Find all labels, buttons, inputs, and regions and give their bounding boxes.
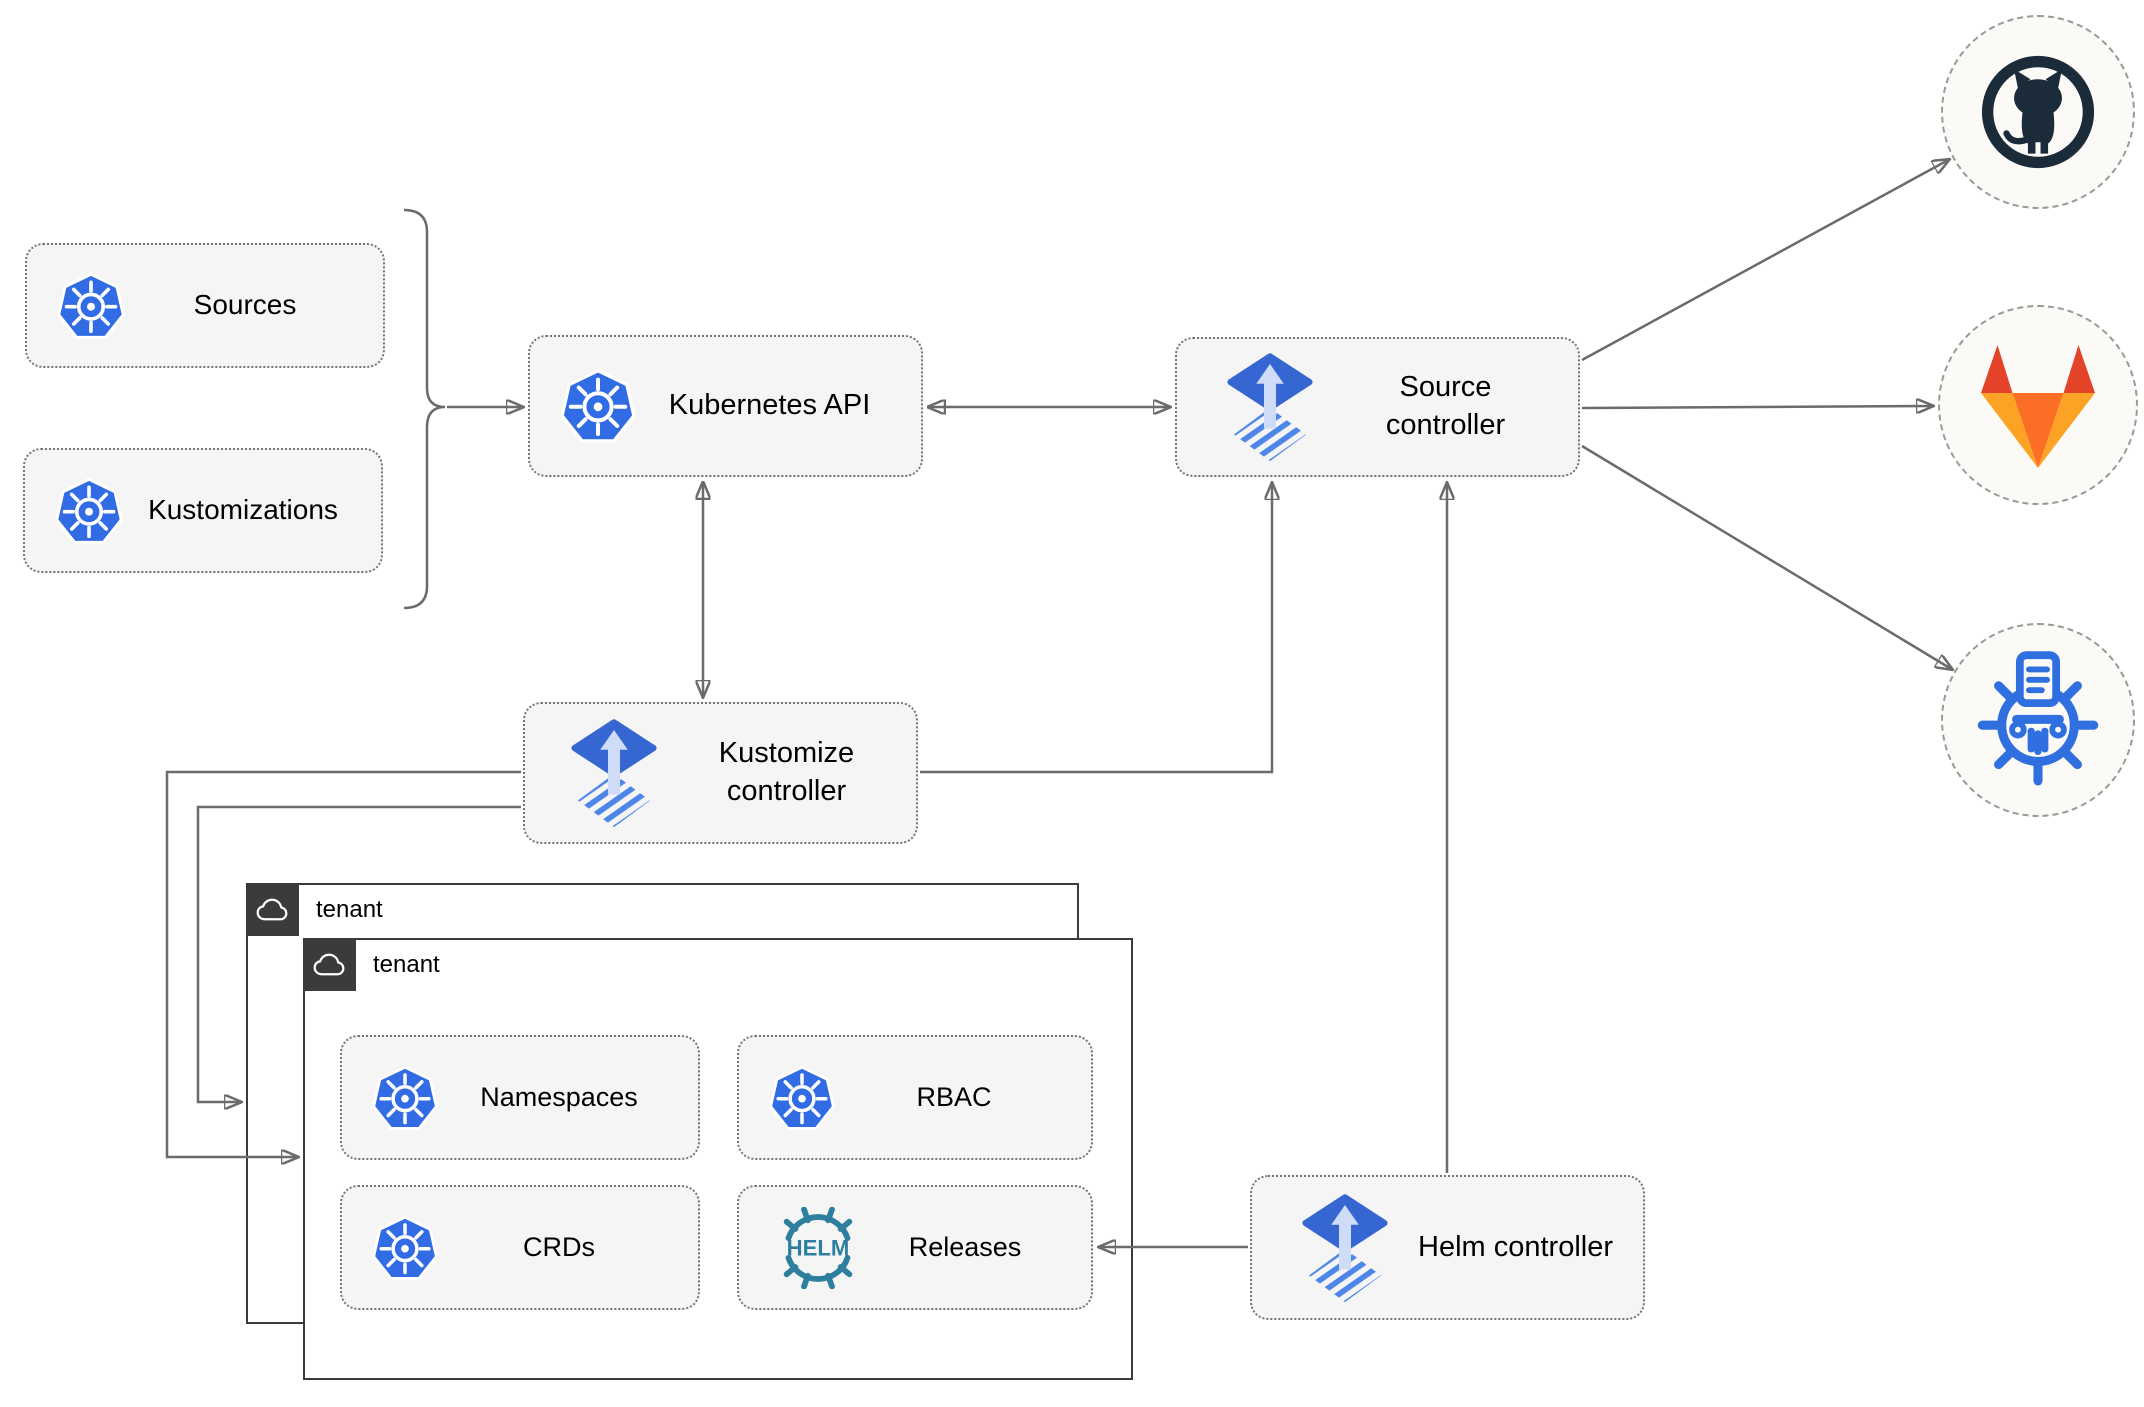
cloud-icon [245,882,299,936]
sources-node: Sources [25,243,385,368]
kustomizations-node: Kustomizations [23,448,383,573]
kustomizations-label: Kustomizations [148,494,338,526]
brace-sources-group [403,208,446,610]
kubernetes-api-label: Kubernetes API [668,389,871,422]
rbac-label: RBAC [916,1081,992,1112]
flux-icon [1302,1193,1388,1303]
edge-source-to-gitlab [1581,406,1934,408]
github-endpoint [1941,15,2135,209]
kubernetes-icon [370,1063,440,1133]
kustomize-controller-label: Kustomize controller [718,737,855,807]
flux-icon [1227,352,1313,462]
kubernetes-icon [55,270,127,342]
kubernetes-icon [767,1063,837,1133]
flux-icon [571,718,657,828]
releases-label: Releases [908,1231,1022,1262]
kubernetes-icon [558,366,638,446]
namespaces-label: Namespaces [480,1081,638,1112]
gitlab-endpoint [1938,305,2138,505]
cloud-icon [302,937,356,991]
tenant-outer-label: tenant [316,896,383,923]
rbac-node: RBAC [737,1035,1093,1160]
gitlab-icon [1981,345,2095,468]
edge-kustomize-to-source-controller [920,482,1272,774]
source-controller-node: Source controller [1175,337,1580,477]
source-controller-label: Source controller [1385,371,1506,441]
helm-controller-label: Helm controller [1418,1230,1613,1263]
github-icon [1981,55,2095,169]
crds-label: CRDs [523,1231,595,1262]
helm-logo-text: HELM [787,1235,850,1260]
kubernetes-icon [370,1213,440,1283]
sources-label: Sources [193,289,297,321]
kubernetes-icon [53,475,125,547]
tenant-inner-label: tenant [373,951,440,978]
edge-source-to-github [1581,159,1950,362]
kustomize-controller-node: Kustomize controller [523,702,918,844]
namespaces-node: Namespaces [340,1035,700,1160]
chart-repository-icon [1977,651,2099,786]
helm-controller-node: Helm controller [1250,1175,1645,1320]
releases-node: HELM Releases [737,1185,1093,1310]
helm-icon: HELM [777,1207,859,1289]
crds-node: CRDs [340,1185,700,1310]
chart-repository-endpoint [1941,623,2135,817]
kubernetes-api-node: Kubernetes API [528,335,923,477]
edge-source-to-chart-repository [1581,444,1953,670]
